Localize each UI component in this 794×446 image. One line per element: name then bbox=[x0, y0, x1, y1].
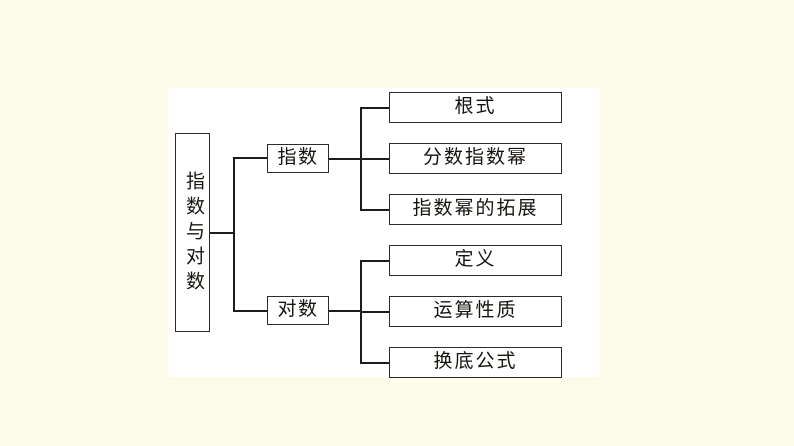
leaf-node-definition[interactable]: 定义 bbox=[389, 245, 562, 276]
leaf-node-operation-properties[interactable]: 运算性质 bbox=[389, 296, 562, 327]
connector-spine-to-exponent bbox=[233, 157, 268, 159]
leaf-node-change-of-base-formula[interactable]: 换底公式 bbox=[389, 347, 562, 378]
leaf-node-exponent-power-extension[interactable]: 指数幂的拓展 bbox=[389, 194, 562, 225]
connector-logarithm-stub bbox=[329, 310, 362, 312]
connector-logarithm-to-basechange bbox=[360, 362, 390, 364]
connector-root-stub bbox=[210, 232, 235, 234]
branch-node-logarithm[interactable]: 对数 bbox=[267, 296, 329, 325]
connector-spine-to-logarithm bbox=[233, 310, 268, 312]
connector-exponent-stub bbox=[329, 158, 362, 160]
connector-logarithm-to-operation bbox=[360, 311, 390, 313]
content-panel bbox=[168, 88, 600, 377]
branch-node-exponent[interactable]: 指数 bbox=[267, 144, 329, 173]
connector-root-spine bbox=[233, 157, 235, 312]
connector-logarithm-to-definition bbox=[360, 260, 390, 262]
root-node-exponent-and-logarithm[interactable]: 指数与对数 bbox=[175, 133, 210, 332]
connector-exponent-to-radical bbox=[360, 107, 390, 109]
leaf-node-radical[interactable]: 根式 bbox=[389, 92, 562, 123]
connector-exponent-to-powext bbox=[360, 209, 390, 211]
leaf-node-fractional-exponent-power[interactable]: 分数指数幂 bbox=[389, 143, 562, 174]
connector-exponent-to-fracpow bbox=[360, 158, 390, 160]
